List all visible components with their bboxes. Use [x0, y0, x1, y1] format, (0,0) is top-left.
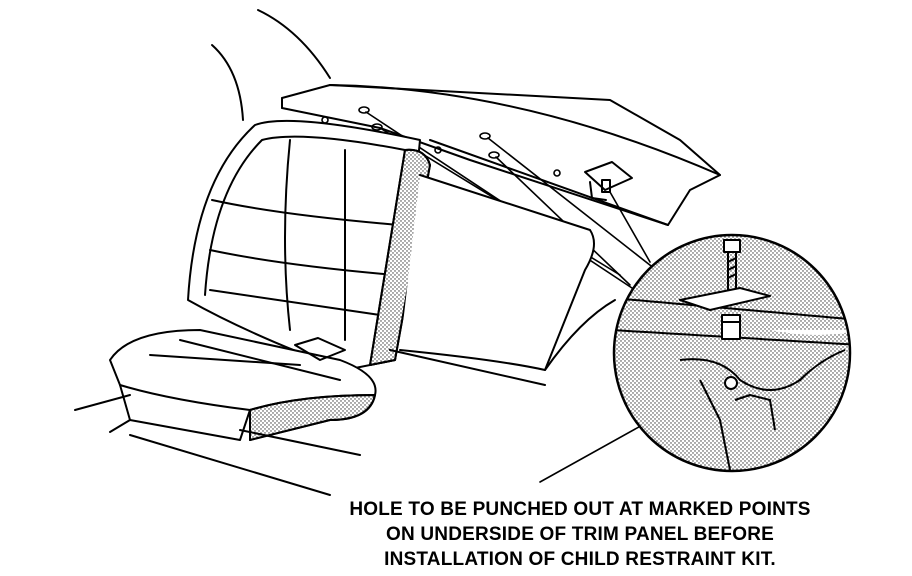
seat-cushion	[109, 329, 377, 441]
caption-line-1: HOLE TO BE PUNCHED OUT AT MARKED POINTS	[349, 499, 811, 520]
spacer-icon	[721, 314, 741, 340]
bolt-icon	[723, 239, 741, 253]
rear-window-line	[211, 44, 244, 121]
caption-line-3: INSTALLATION OF CHILD RESTRAINT KIT.	[384, 549, 776, 570]
floor-lines	[74, 299, 616, 496]
plate-icon	[679, 287, 771, 311]
shelf-holes	[321, 106, 561, 177]
caption-line-2: ON UNDERSIDE OF TRIM PANEL BEFORE	[385, 524, 775, 545]
seat-back	[187, 119, 421, 371]
anchor-bracket	[584, 161, 633, 201]
roof-line	[257, 9, 331, 79]
divider-panel	[399, 174, 595, 371]
detail-inset	[612, 233, 852, 473]
caption: HOLE TO BE PUNCHED OUT AT MARKED POINTS …	[250, 497, 910, 572]
